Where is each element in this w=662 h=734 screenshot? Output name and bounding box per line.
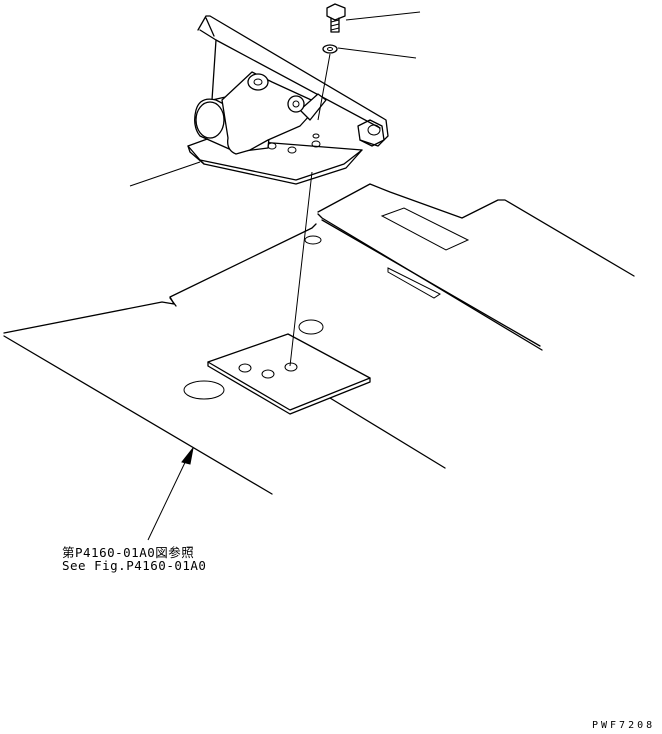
washer [322, 44, 338, 54]
plate-hole-1 [238, 363, 252, 373]
plate-slot [387, 267, 441, 299]
floor-plate [3, 223, 446, 495]
bolt [326, 3, 346, 33]
floor-hole-2 [298, 319, 324, 335]
drawing-code: PWF7208 [592, 720, 656, 731]
leader-line-hinge [129, 161, 201, 187]
hinge-pin-head [247, 73, 269, 91]
leader-line-bolt [345, 11, 421, 21]
reference-caption-japanese: 第P4160-01A0図参照 [62, 545, 195, 560]
hinge-assembly [187, 15, 389, 185]
leader-line-reference [147, 451, 191, 541]
right-floor-plate [317, 183, 635, 351]
plate-window [380, 207, 470, 251]
leader-arrowhead [181, 447, 194, 465]
plate-hole-2 [261, 369, 275, 379]
assembly-axis-line [289, 53, 331, 367]
bracket-plate [207, 333, 371, 415]
floor-hole-3 [304, 235, 322, 245]
leader-line-washer [337, 47, 417, 59]
hinge-cylinder-end [195, 101, 225, 139]
plate-hole-3 [284, 362, 298, 372]
reference-caption-english: See Fig.P4160-01A0 [62, 558, 207, 573]
floor-hole [183, 380, 225, 400]
